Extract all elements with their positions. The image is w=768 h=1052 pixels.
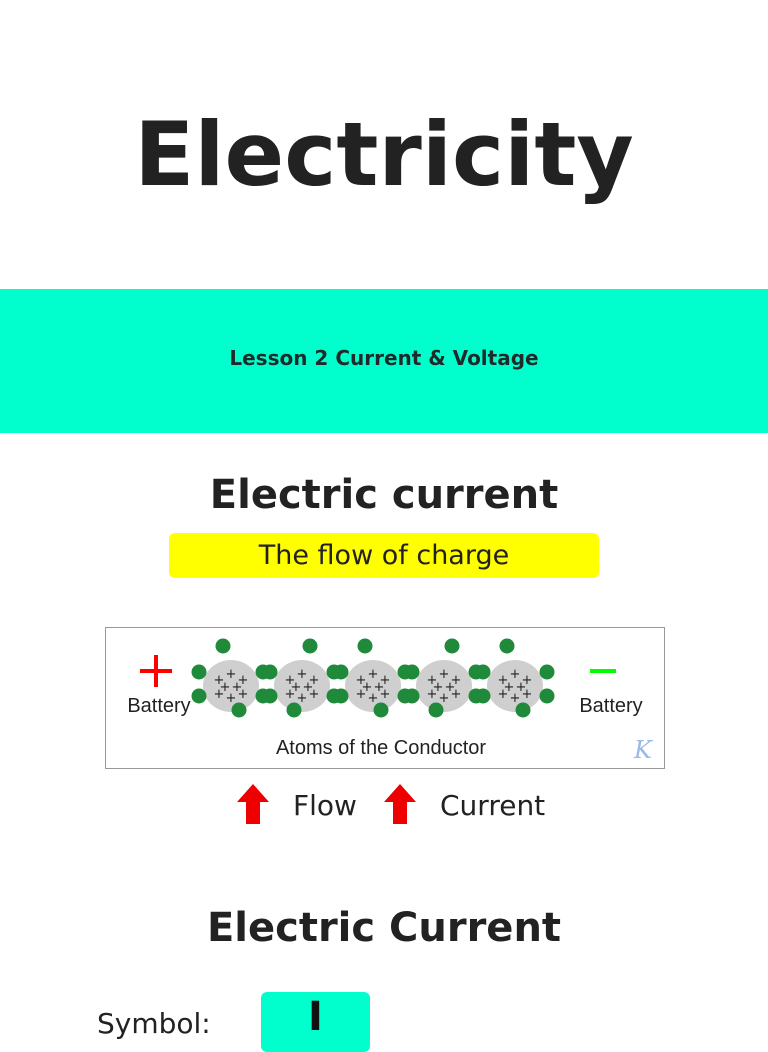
electron-dot xyxy=(333,688,349,704)
proton-mark: + xyxy=(451,687,462,702)
proton-mark: + xyxy=(226,667,237,682)
proton-mark: + xyxy=(439,667,450,682)
proton-mark: + xyxy=(291,680,302,695)
electron-dot xyxy=(215,638,231,654)
proton-mark: + xyxy=(214,687,225,702)
electron-dot xyxy=(286,702,302,718)
electron-dot xyxy=(475,664,491,680)
conductor-diagram: ++++++++++++++++++++++++++++++++++++++++… xyxy=(105,627,665,769)
proton-mark: + xyxy=(309,687,320,702)
proton-mark: + xyxy=(380,687,391,702)
conductor-atom: ++++++++ xyxy=(262,638,342,718)
proton-mark: + xyxy=(368,691,379,706)
conductor-atom: ++++++++ xyxy=(333,638,413,718)
proton-mark: + xyxy=(297,667,308,682)
red-up-arrow-icon xyxy=(384,784,416,824)
electron-dot xyxy=(428,702,444,718)
electron-dot xyxy=(444,638,460,654)
proton-mark: + xyxy=(374,680,385,695)
proton-mark: + xyxy=(226,691,237,706)
proton-mark: + xyxy=(285,687,296,702)
conductor-atom: ++++++++ xyxy=(191,638,271,718)
conductor-diagram-svg: ++++++++++++++++++++++++++++++++++++++++… xyxy=(127,638,654,764)
lesson-banner-text: Lesson 2 Current & Voltage xyxy=(229,346,539,370)
proton-mark: + xyxy=(362,680,373,695)
negative-terminal xyxy=(590,669,616,673)
electron-dot xyxy=(539,688,555,704)
proton-mark: + xyxy=(427,687,438,702)
electron-dot xyxy=(499,638,515,654)
proton-mark: + xyxy=(303,680,314,695)
proton-mark: + xyxy=(522,687,533,702)
proton-mark: + xyxy=(427,673,438,688)
proton-mark: + xyxy=(510,667,521,682)
proton-mark: + xyxy=(238,673,249,688)
proton-mark: + xyxy=(220,680,231,695)
electron-dot xyxy=(373,702,389,718)
symbol-value: I xyxy=(308,994,323,1040)
proton-mark: + xyxy=(368,667,379,682)
proton-mark: + xyxy=(238,687,249,702)
proton-mark: + xyxy=(309,673,320,688)
electron-dot xyxy=(404,664,420,680)
atoms-group: ++++++++++++++++++++++++++++++++++++++++ xyxy=(191,638,555,718)
electron-dot xyxy=(262,688,278,704)
electron-dot xyxy=(191,688,207,704)
proton-mark: + xyxy=(510,691,521,706)
legend-flow xyxy=(235,782,271,826)
electron-dot xyxy=(333,664,349,680)
battery-label-left: Battery xyxy=(127,695,190,717)
page-title: Electricity xyxy=(134,103,634,206)
electron-dot xyxy=(191,664,207,680)
section-heading-electric-current: Electric current xyxy=(209,472,559,518)
watermark-logo: K xyxy=(633,736,654,764)
electron-dot xyxy=(404,688,420,704)
proton-mark: + xyxy=(356,687,367,702)
red-up-arrow-icon xyxy=(237,784,269,824)
electron-dot xyxy=(515,702,531,718)
symbol-label: Symbol: xyxy=(97,1007,211,1040)
proton-mark: + xyxy=(451,673,462,688)
legend-flow-label: Flow xyxy=(293,789,357,822)
proton-mark: + xyxy=(232,680,243,695)
proton-mark: + xyxy=(214,673,225,688)
proton-mark: + xyxy=(498,673,509,688)
conductor-atom: ++++++++ xyxy=(475,638,555,718)
electron-dot xyxy=(262,664,278,680)
proton-mark: + xyxy=(356,673,367,688)
electron-dot xyxy=(357,638,373,654)
proton-mark: + xyxy=(433,680,444,695)
proton-mark: + xyxy=(439,691,450,706)
section-heading-electric-current-2: Electric Current xyxy=(206,905,562,951)
proton-mark: + xyxy=(445,680,456,695)
electron-dot xyxy=(539,664,555,680)
legend-current xyxy=(382,782,418,826)
proton-mark: + xyxy=(498,687,509,702)
proton-mark: + xyxy=(522,673,533,688)
proton-mark: + xyxy=(297,691,308,706)
proton-mark: + xyxy=(504,680,515,695)
symbol-box: I xyxy=(261,992,370,1052)
positive-terminal xyxy=(140,655,172,687)
legend-current-label: Current xyxy=(440,789,546,822)
conductor-caption: Atoms of the Conductor xyxy=(276,737,486,759)
proton-mark: + xyxy=(380,673,391,688)
conductor-atom: ++++++++ xyxy=(404,638,484,718)
proton-mark: + xyxy=(516,680,527,695)
battery-label-right: Battery xyxy=(579,695,642,717)
electron-dot xyxy=(302,638,318,654)
lesson-banner xyxy=(0,289,768,433)
proton-mark: + xyxy=(285,673,296,688)
definition-highlight: The flow of charge xyxy=(169,533,599,578)
electron-dot xyxy=(475,688,491,704)
electron-dot xyxy=(231,702,247,718)
